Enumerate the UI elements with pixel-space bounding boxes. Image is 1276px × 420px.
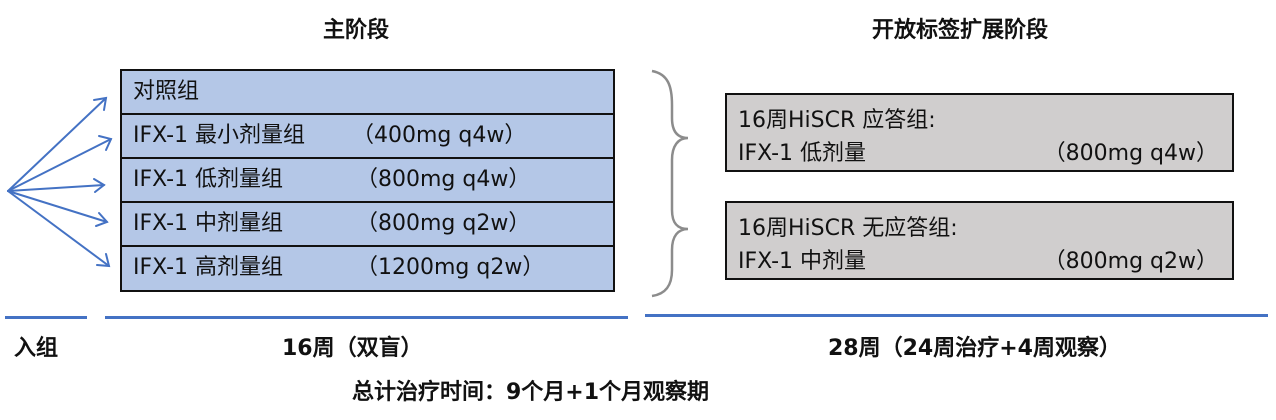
extension-group-dose: （800mg q2w） bbox=[1043, 249, 1218, 274]
curly-brace bbox=[651, 69, 689, 298]
main-phase-duration: 16周（双盲） bbox=[282, 336, 423, 361]
total-treatment-time: 总计治疗时间：9个月+1个月观察期 bbox=[352, 380, 710, 405]
extension-group-header: 16周HiSCR 应答组: bbox=[738, 108, 936, 133]
arm-dose: （400mg q4w） bbox=[352, 123, 527, 148]
arm-row-high-dose: IFX-1 高剂量组 （1200mg q2w） bbox=[122, 245, 613, 289]
extension-phase-duration: 28周（24周治疗+4周观察） bbox=[828, 336, 1121, 361]
extension-group-drug: IFX-1 中剂量 bbox=[738, 249, 867, 274]
arm-name: IFX-1 低剂量组 bbox=[133, 167, 284, 192]
arm-row-minimal-dose: IFX-1 最小剂量组 （400mg q4w） bbox=[122, 113, 613, 157]
timeline-main-phase bbox=[105, 316, 628, 319]
arm-dose: （1200mg q2w） bbox=[356, 255, 545, 280]
arm-row-low-dose: IFX-1 低剂量组 （800mg q4w） bbox=[122, 157, 613, 201]
arm-row-control: 对照组 bbox=[122, 71, 613, 113]
arm-name: IFX-1 高剂量组 bbox=[133, 255, 284, 280]
arm-row-medium-dose: IFX-1 中剂量组 （800mg q2w） bbox=[122, 201, 613, 245]
randomization-arrows bbox=[7, 96, 113, 268]
extension-group-header: 16周HiSCR 无应答组: bbox=[738, 216, 958, 241]
extension-group-non-responders: 16周HiSCR 无应答组: IFX-1 中剂量 （800mg q2w） bbox=[725, 201, 1234, 280]
arm-name: IFX-1 最小剂量组 bbox=[133, 123, 306, 148]
arm-dose: （800mg q2w） bbox=[356, 211, 531, 236]
extension-group-dose: （800mg q4w） bbox=[1043, 141, 1218, 166]
extension-group-drug: IFX-1 低剂量 bbox=[738, 141, 867, 166]
extension-group-responders: 16周HiSCR 应答组: IFX-1 低剂量 （800mg q4w） bbox=[725, 93, 1234, 172]
main-phase-arms-table: 对照组 IFX-1 最小剂量组 （400mg q4w） IFX-1 低剂量组 （… bbox=[120, 69, 615, 292]
enrollment-label: 入组 bbox=[14, 336, 59, 361]
timeline-extension-phase bbox=[645, 314, 1268, 317]
arm-dose: （800mg q4w） bbox=[356, 167, 531, 192]
extension-phase-title: 开放标签扩展阶段 bbox=[871, 18, 1048, 43]
arm-name: 对照组 bbox=[133, 79, 200, 104]
timeline-enrollment bbox=[5, 316, 87, 319]
main-phase-title: 主阶段 bbox=[322, 18, 389, 43]
arm-name: IFX-1 中剂量组 bbox=[133, 211, 284, 236]
